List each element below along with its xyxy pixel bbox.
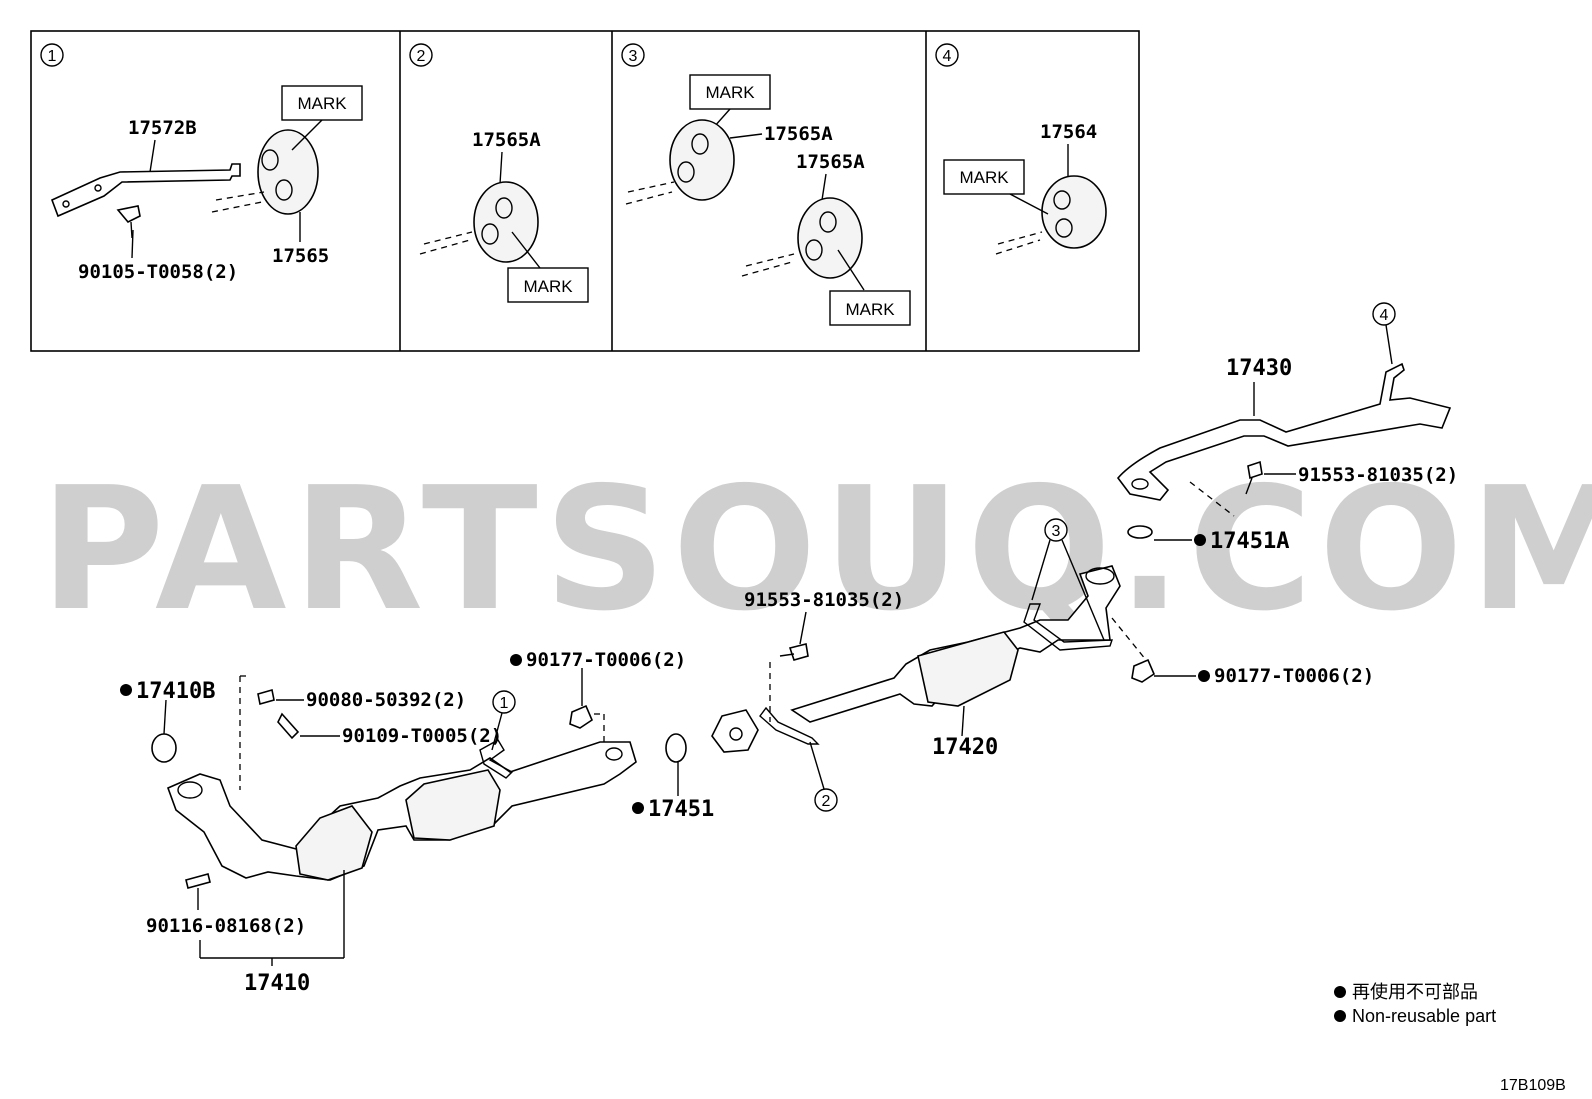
inset-number: 2 <box>417 48 426 65</box>
mark-label: MARK <box>959 168 1009 187</box>
legend-en: Non-reusable part <box>1352 1006 1496 1026</box>
front-pipe-17410: 1 17410B 90080-50392(2) 90109-T0005(2) 9… <box>120 649 714 996</box>
part-label-17564: 17564 <box>1040 121 1097 143</box>
inset-number: 3 <box>629 48 638 65</box>
watermark: PARTSOUQ.COM <box>40 451 1592 649</box>
callout-3: 3 <box>1052 523 1061 540</box>
legend: 再使用不可部品 Non-reusable part <box>1334 982 1496 1026</box>
callout-circle <box>40 43 64 67</box>
rubber-hanger-shape <box>1041 175 1107 249</box>
part-label-17410: 17410 <box>244 971 310 996</box>
inset-4: 4 17564 MARK <box>935 43 1107 255</box>
part-label-90080-50392: 90080-50392(2) <box>306 689 466 711</box>
part-label-90105: 90105-T0058(2) <box>78 261 238 283</box>
inset-number: 4 <box>943 48 952 65</box>
part-label-17565: 17565 <box>272 245 329 267</box>
bracket-shape <box>50 163 241 218</box>
part-label-17420: 17420 <box>932 735 998 760</box>
part-label-17451: 17451 <box>648 797 714 822</box>
inset-number: 1 <box>48 48 57 65</box>
part-label-17572B: 17572B <box>128 117 197 139</box>
part-label-17451A: 17451A <box>1210 529 1289 554</box>
mark-label: MARK <box>523 277 573 296</box>
callout-2: 2 <box>822 793 831 810</box>
tail-pipe-17430: 4 17430 91553-81035(2) 17451A <box>1116 302 1458 554</box>
rubber-hanger-shape <box>797 197 863 279</box>
inset-panels <box>30 30 1140 352</box>
mark-label: MARK <box>705 83 755 102</box>
part-label-90177-T0006: 90177-T0006(2) <box>526 649 686 671</box>
bolt-shape <box>116 205 141 223</box>
part-label-17565A: 17565A <box>472 129 541 151</box>
part-label-91553-81035: 91553-81035(2) <box>1298 464 1458 486</box>
part-label-17565A: 17565A <box>796 151 865 173</box>
callout-1: 1 <box>500 695 509 712</box>
part-label-90177-T0006: 90177-T0006(2) <box>1214 665 1374 687</box>
part-label-17565A: 17565A <box>764 123 833 145</box>
mark-label: MARK <box>845 300 895 319</box>
part-label-90116-08168: 90116-08168(2) <box>146 915 306 937</box>
callout-4: 4 <box>1380 307 1389 324</box>
center-pipe-17420: 3 2 17420 91553-81035(2) 90177-T0006(2) <box>711 518 1374 812</box>
legend-jp: 再使用不可部品 <box>1352 982 1478 1002</box>
diagram-code: 17B109B <box>1500 1077 1566 1094</box>
mark-label: MARK <box>297 94 347 113</box>
rubber-hanger-shape <box>473 181 539 263</box>
rubber-hanger-shape <box>257 129 319 215</box>
part-label-17410B: 17410B <box>136 679 215 704</box>
inset-1: 1 17572B 90105-T0058(2) MARK 17565 <box>40 43 363 283</box>
inset-3: 3 MARK 17565A 17565A MARK <box>621 43 911 326</box>
part-label-17430: 17430 <box>1226 356 1292 381</box>
part-label-91553-81035: 91553-81035(2) <box>744 589 904 611</box>
inset-2: 2 17565A MARK <box>409 43 589 303</box>
rubber-hanger-shape <box>669 119 735 201</box>
part-label-90109-T0005: 90109-T0005(2) <box>342 725 502 747</box>
